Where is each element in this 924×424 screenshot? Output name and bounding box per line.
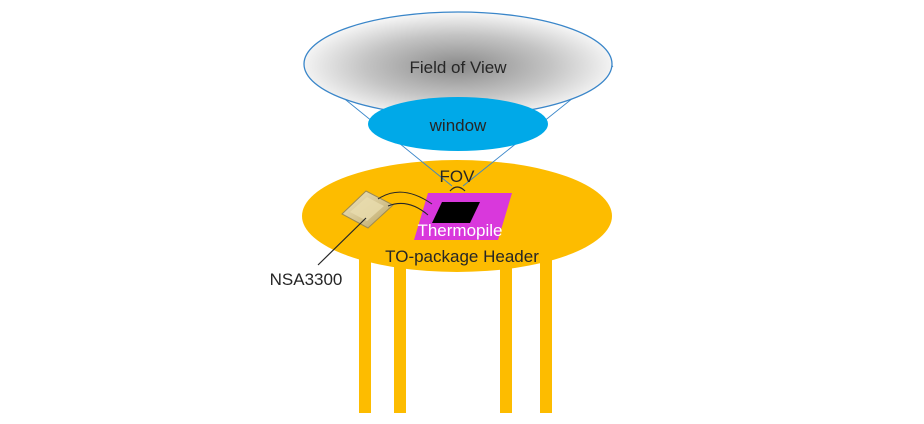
to-package-header-label: TO-package Header <box>385 247 539 266</box>
header-legs <box>359 250 552 413</box>
fov-label: FOV <box>440 167 476 186</box>
sensor-element <box>432 202 480 223</box>
header-leg-1 <box>359 250 371 413</box>
nsa3300-pointer <box>317 217 367 266</box>
nsa3300-chip <box>341 190 394 229</box>
header-leg-2 <box>394 250 406 413</box>
nsa3300-label: NSA3300 <box>270 270 343 289</box>
window-ellipse <box>368 97 548 151</box>
field-of-view-label: Field of View <box>409 58 507 77</box>
thermopile-label: Thermopile <box>417 221 502 240</box>
bond-wires <box>377 191 433 216</box>
window-label: window <box>429 116 487 135</box>
fov-arc <box>449 186 466 192</box>
header-leg-4 <box>540 250 552 413</box>
header-leg-3 <box>500 250 512 413</box>
